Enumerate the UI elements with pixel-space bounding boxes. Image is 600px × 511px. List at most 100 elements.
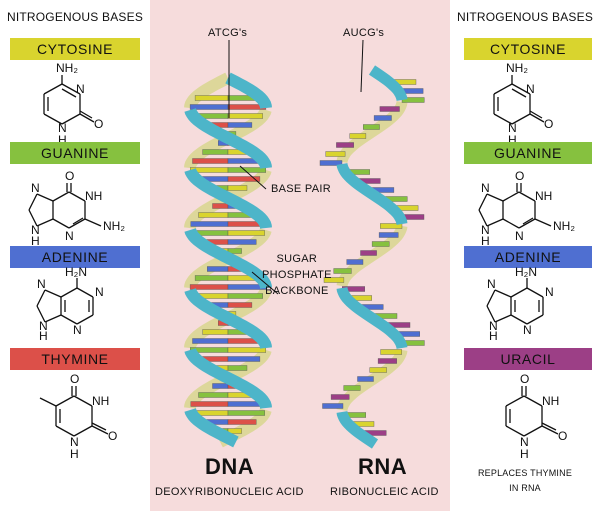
base-pair-pointer-line [239,165,267,190]
right-base-label-adenine: ADENINE [464,246,592,268]
right-base-label-uracil: URACIL [464,348,592,370]
r-guanine-nh-text: NH [535,189,552,203]
dna-base-half [190,401,229,407]
dna-base-half [202,149,229,155]
dna-base-half [227,230,265,236]
r-cytosine-o-text: O [544,117,553,131]
adenine-n2-text: N [95,285,104,299]
r-adenine-n3-text: N [523,323,532,337]
left-base-label-thymine: THYMINE [10,348,140,370]
rna-base [336,142,354,148]
dna-base-half [227,428,242,434]
rna-backbone-front-segment [336,163,408,225]
r-adenine-n2-text: N [545,285,554,299]
left-guanine-structure: O N NH N NH₂ N H [0,169,150,248]
right-guanine-structure: O N NH N NH₂ N H [450,169,600,248]
dna-backbone-front-segment [184,348,272,409]
adenine-h2n-text: H₂N [65,265,87,279]
left-base-label-adenine: ADENINE [10,246,140,268]
dna-front-strand [184,72,272,448]
thymine-o2-text: O [108,429,117,443]
left-thymine-structure: O NH N H O [0,372,150,462]
base-pair-label: BASE PAIR [271,183,331,195]
dna-base-half [227,248,242,254]
rna-base [357,376,374,382]
uracil-note-line1: REPLACES THYMINE [477,468,573,478]
rna-base [349,133,367,139]
rna-backbone-front-segment [336,287,408,349]
rna-base [363,124,380,130]
left-base-label-guanine: GUANINE [10,142,140,164]
dna-base-half [227,302,253,308]
dna-base-half [227,410,265,416]
rna-bases [319,79,425,436]
rna-base [377,358,397,364]
guanine-nbottom-text: N [31,223,40,237]
rna-full-name: RIBONUCLEIC ACID [330,486,439,498]
guanine-n2-text: N [65,229,74,243]
dna-base-half [198,212,229,218]
backbone-line3: BACKBONE [265,285,329,297]
dna-base-half [212,203,229,209]
dna-base-half [227,293,263,299]
r-adenine-n1-text: N [487,277,496,291]
rna-base [360,250,377,256]
helix-illustration [184,39,425,449]
backbone-label: SUGAR PHOSPHATE BACKBONE [262,251,332,299]
backbone-line2: PHOSPHATE [262,269,332,281]
dna-backbone-front-segment [225,72,272,109]
dna-base-half [198,392,229,398]
dna-title: DNA [205,454,255,479]
right-base-label-guanine: GUANINE [464,142,592,164]
dna-backbone-front-segment [184,288,272,349]
backbone-pointer-line [251,271,279,295]
r-guanine-nbottom-text: N [481,223,490,237]
guanine-nh2-text: NH₂ [103,219,125,233]
rna-base [379,106,400,112]
rna-backbone-front-segment [368,65,408,101]
r-adenine-n4-text: N [489,319,498,333]
r-cytosine-nh-text: N [508,121,517,135]
rna-base [322,403,344,409]
left-adenine-structure: H₂N N N N N H [0,265,150,343]
r-guanine-nh2-text: NH₂ [553,219,575,233]
dna-base-half [227,239,257,245]
adenine-n3-text: N [73,323,82,337]
dna-base-half [194,95,229,101]
dna-base-half [207,266,229,272]
dna-base-half [227,185,248,191]
dna-full-name: DEOXYRIBONUCLEIC ACID [155,486,304,498]
right-base-label-cytosine: CYTOSINE [464,38,592,60]
rna-base [323,277,345,283]
r-cytosine-n-text: N [526,82,535,96]
thymine-h-text: H [70,447,79,461]
aucg-pointer-line [360,39,364,93]
dna-base-half [227,347,266,353]
right-column-title: NITROGENOUS BASES [456,10,594,24]
uracil-note: REPLACES THYMINE IN RNA [450,466,600,496]
r-guanine-n2-text: N [515,229,524,243]
dna-base-half [202,329,229,335]
rna-base [325,151,346,157]
dna-backbone-front-segment [184,228,272,289]
rna-title: RNA [358,454,408,479]
dna-base-half [192,158,229,164]
dna-base-half [194,275,229,281]
uracil-o1-text: O [520,372,529,386]
dna-base-half [227,176,261,182]
rna-base [330,394,350,400]
rna-front-strand [336,65,408,449]
cytosine-h-text: H [58,133,67,147]
r-guanine-h-text: H [481,234,490,248]
r-guanine-n1-text: N [481,181,490,195]
guanine-nh-text: NH [85,189,102,203]
r-guanine-o-text: O [515,169,524,183]
dna-base-half [192,338,229,344]
rna-backbone-back-segment [336,101,408,163]
left-cytosine-structure: NH₂ N N H O [0,60,150,148]
thymine-nh-text: NH [92,394,109,408]
uracil-n-text: N [520,435,529,449]
guanine-n1-text: N [31,181,40,195]
dna-base-half [212,383,229,389]
dna-base-half [227,419,257,425]
